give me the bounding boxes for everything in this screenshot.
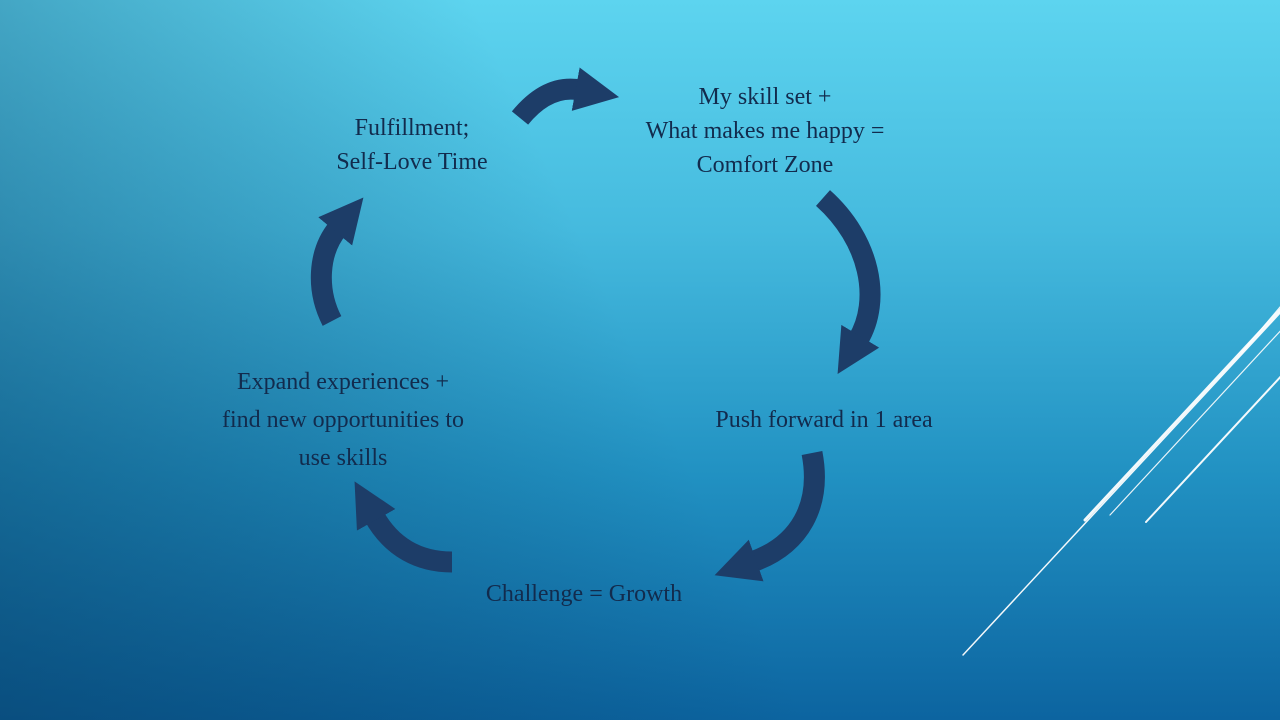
cycle-node-challenge-growth: Challenge = Growth [434, 577, 734, 611]
node-text-line: find new opportunities to [222, 407, 464, 433]
node-text-line: Comfort Zone [696, 152, 834, 178]
node-text-line: Expand experiences + [236, 369, 450, 395]
cycle-node-comfort-zone: My skill set + What makes me happy = Com… [605, 80, 925, 182]
node-text-line: Push forward in 1 area [715, 407, 933, 433]
arrow-push-to-challenge-icon [714, 451, 825, 582]
node-text-line: What makes me happy = [645, 118, 885, 144]
cycle-node-push-forward: Push forward in 1 area [664, 403, 984, 437]
decor-diagonal-lines [962, 306, 1280, 656]
node-text-line: use skills [298, 445, 388, 471]
cycle-node-fulfillment: Fulfillment; Self-Love Time [262, 111, 562, 179]
arrow-challenge-to-expand-icon [354, 481, 453, 573]
node-text-line: My skill set + [698, 84, 832, 110]
node-text-line: Challenge = Growth [485, 581, 683, 607]
cycle-node-expand-experiences: Expand experiences + find new opportunit… [183, 363, 503, 477]
arrow-comfort-to-push-icon [815, 190, 881, 375]
arrow-expand-to-fulfillment-icon [310, 197, 364, 326]
node-text-line: Self-Love Time [336, 149, 488, 175]
node-text-line: Fulfillment; [354, 115, 470, 141]
